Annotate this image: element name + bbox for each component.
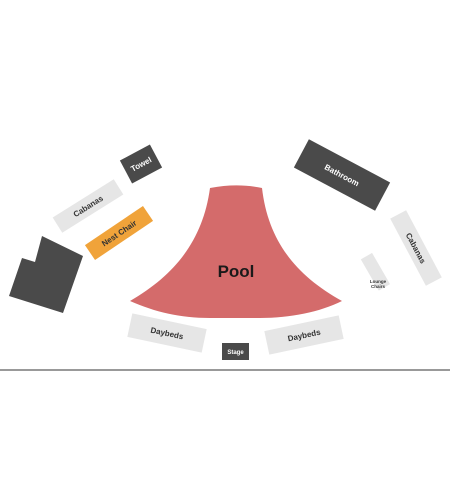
nest-chair-block[interactable] [84, 205, 154, 261]
lounge-chairs-label: Lounge Chairs [370, 279, 387, 289]
cabanas-left-block[interactable] [52, 179, 124, 233]
pool-shape[interactable] [130, 185, 342, 318]
lounge-chairs-label-line1: Lounge [370, 279, 387, 284]
pool-section[interactable]: Pool [130, 185, 342, 318]
daybeds-left-section[interactable]: Daybeds [127, 313, 207, 353]
building-block-left [9, 236, 83, 313]
daybeds-left-block[interactable] [127, 313, 207, 353]
stage-section[interactable]: Stage [222, 343, 249, 360]
cabanas-left-section[interactable]: Cabanas [52, 179, 124, 233]
daybeds-right-section[interactable]: Daybeds [264, 315, 344, 355]
lounge-chairs-label-line2: Chairs [371, 284, 386, 289]
lounge-chairs-block[interactable] [360, 252, 391, 291]
cabanas-right-section[interactable]: Cabanas [390, 210, 442, 286]
stage-label: Stage [227, 350, 244, 356]
towel-block[interactable] [119, 144, 163, 184]
daybeds-right-block[interactable] [264, 315, 344, 355]
bathroom-section[interactable]: Bathroom [293, 139, 391, 211]
nest-chair-section[interactable]: Nest Chair [84, 205, 154, 261]
pool-label: Pool [218, 262, 255, 281]
towel-section[interactable]: Towel [119, 144, 163, 184]
bathroom-block[interactable] [293, 139, 391, 211]
stage-block[interactable] [222, 343, 249, 360]
lounge-chairs-section[interactable] [360, 252, 391, 291]
cabanas-right-block[interactable] [390, 210, 442, 286]
